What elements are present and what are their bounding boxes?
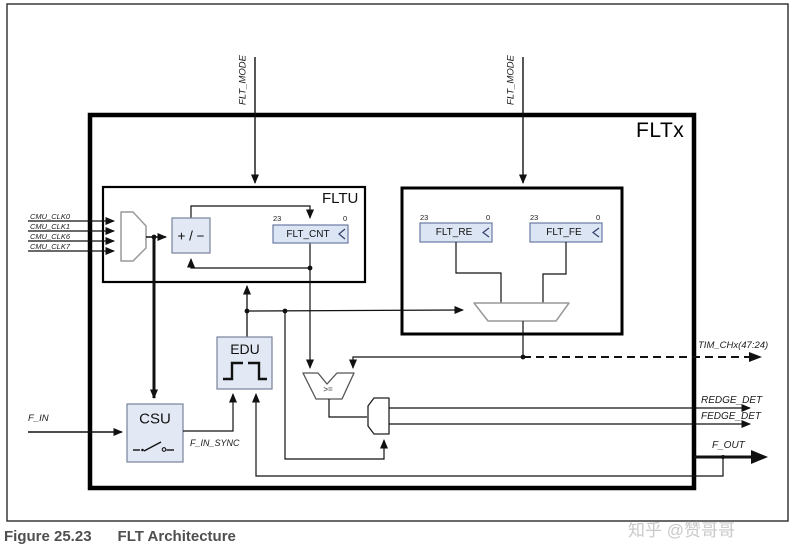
- mux-to-comparator-wire: [349, 356, 523, 369]
- figure-caption: Figure 25.23 FLT Architecture: [4, 528, 236, 545]
- csu-switch-pole: [141, 448, 144, 452]
- edu-to-demux-select-wire: [284, 311, 388, 460]
- edu-label: EDU: [230, 341, 260, 357]
- junction-dot: [151, 234, 157, 240]
- tim-chx-label: TIM_CHx(47:24): [698, 340, 769, 351]
- fout-feedback-to-edu-wire: [252, 393, 724, 477]
- junction-dot: [721, 455, 725, 459]
- comparator-out-wire: [328, 399, 367, 418]
- junction-dot: [520, 354, 526, 360]
- flt-re-lsb: 0: [486, 213, 491, 222]
- flt-re-chevron-icon: [482, 227, 490, 238]
- flt-cnt-lsb: 0: [343, 214, 348, 223]
- counter-to-register-wire: [190, 205, 314, 219]
- edu-pulse-icon: [223, 361, 243, 381]
- flt-cnt-register: [272, 224, 349, 244]
- f-out-label: F_OUT: [712, 440, 745, 451]
- cmu-clk1-label: CMU_CLK1: [30, 221, 71, 231]
- flt-cnt-chevron-icon: [338, 228, 346, 240]
- flt-fe-lsb: 0: [596, 213, 601, 222]
- fedge-det-label: FEDGE_DET: [701, 411, 762, 422]
- flt-re-msb: 23: [420, 213, 429, 222]
- updown-counter-label: + / −: [177, 228, 205, 244]
- f-in-sync-wire: [183, 393, 237, 432]
- edu-box: [216, 336, 273, 390]
- csu-switch-lever: [143, 441, 162, 452]
- flt-fe-chevron-icon: [592, 227, 600, 238]
- junction-dot: [282, 308, 288, 314]
- updown-counter-box: [171, 217, 211, 254]
- flt-cnt-label: FLT_CNT: [286, 228, 330, 240]
- flt-re-label: FLT_RE: [435, 227, 473, 238]
- flt-fe-msb: 23: [530, 213, 539, 222]
- flt-fe-label: FLT_FE: [546, 227, 582, 238]
- flt-mode-right-label: FLT_MODE: [505, 55, 517, 105]
- flt-mode-left-label: FLT_MODE: [237, 55, 249, 105]
- comparator-label: >=: [323, 385, 333, 394]
- f-out-arrowhead: [751, 450, 768, 464]
- cmu-clk6-label: CMU_CLK6: [30, 231, 71, 241]
- edu-pulse-icon-2: [248, 361, 267, 381]
- figure-caption-title: FLT Architecture: [117, 528, 236, 545]
- csu-label: CSU: [139, 410, 171, 428]
- watermark: 知乎 @赞哥哥: [628, 521, 735, 540]
- csu-box: [126, 403, 184, 463]
- comparator-shape: [302, 372, 355, 400]
- clock-mux: [120, 211, 147, 262]
- junction-dot: [244, 308, 250, 314]
- register-to-counter-wire: [187, 243, 311, 269]
- f-in-sync-label: F_IN_SYNC: [190, 438, 240, 448]
- edge-demux: [367, 397, 390, 435]
- fe-to-mux-wire: [542, 242, 567, 303]
- flt-cnt-msb: 23: [273, 214, 282, 223]
- csu-switch-contact: [161, 447, 167, 452]
- f-in-label: F_IN: [28, 413, 49, 424]
- cmu-clk7-label: CMU_CLK7: [30, 241, 71, 251]
- fltu-title: FLTU: [322, 190, 359, 207]
- cmu-clk0-label: CMU_CLK0: [30, 211, 71, 221]
- tim-chx-arrowhead: [749, 352, 762, 362]
- fltx-title: FLTx: [636, 119, 685, 142]
- redge-det-label: REDGE_DET: [701, 395, 763, 406]
- re-fe-mux: [473, 302, 570, 322]
- junction-dot: [307, 265, 313, 271]
- re-to-mux-wire: [455, 242, 502, 303]
- figure-caption-number: Figure 25.23: [4, 528, 92, 545]
